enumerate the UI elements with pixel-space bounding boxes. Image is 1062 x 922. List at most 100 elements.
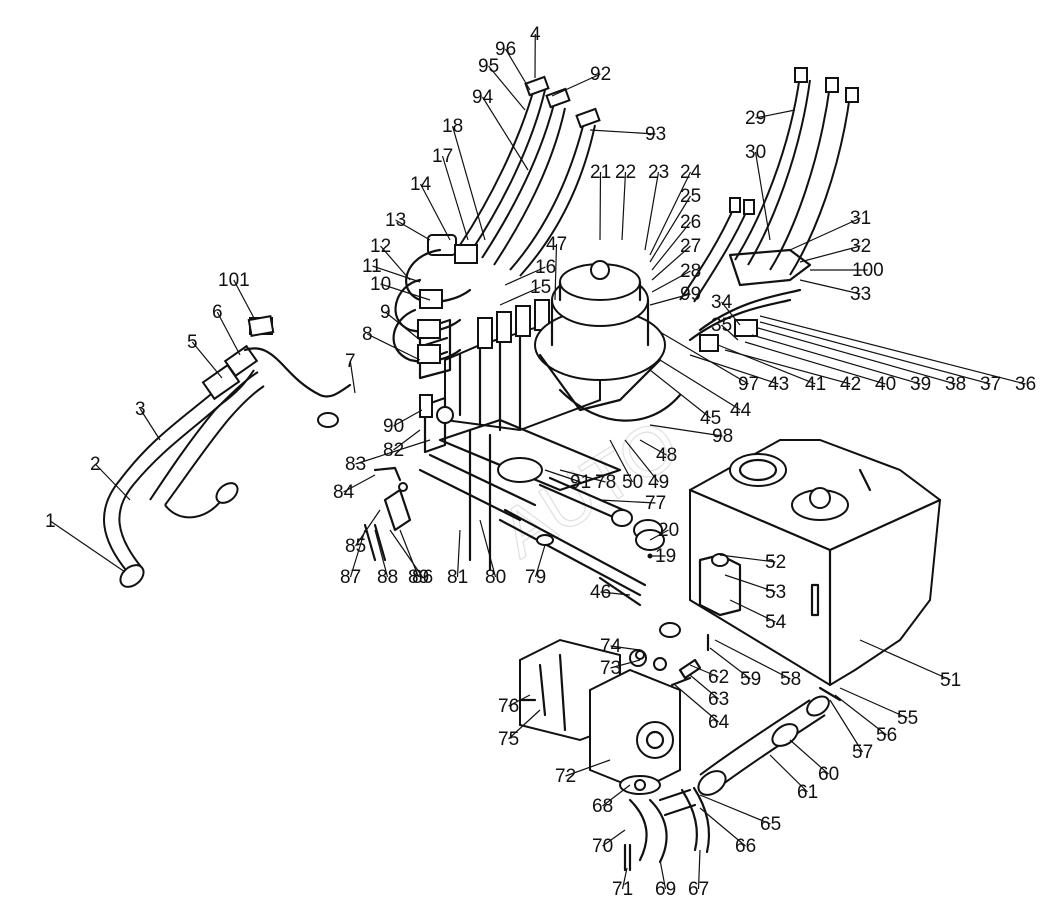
leader-line-1 (49, 520, 126, 573)
leader-line-25 (649, 195, 692, 263)
leader-line-43 (689, 354, 779, 385)
leader-line-68 (602, 784, 631, 807)
callout-label-36: 36 (1015, 374, 1036, 395)
callout-label-58: 58 (780, 669, 801, 690)
callout-label-24: 24 (680, 162, 702, 183)
leader-line-35 (721, 324, 739, 341)
leader-line-48 (639, 439, 667, 456)
leader-line-90 (393, 409, 423, 427)
callout-label-55: 55 (897, 708, 918, 729)
callout-label-72: 72 (555, 766, 576, 787)
leader-line-79 (534, 544, 546, 578)
callout-label-30: 30 (745, 142, 766, 163)
callout-label-3: 3 (135, 399, 146, 420)
leader-line-9 (384, 311, 421, 341)
callout-label-63: 63 (708, 689, 729, 710)
callout-label-80: 80 (485, 567, 506, 588)
callout-label-31: 31 (850, 208, 871, 229)
leader-line-37 (759, 321, 991, 385)
leader-line-101 (233, 279, 256, 321)
callout-label-38: 38 (945, 374, 966, 395)
callout-label-11: 11 (362, 256, 382, 277)
callout-label-46: 46 (590, 582, 611, 603)
leader-line-47 (554, 243, 558, 301)
callout-label-81: 81 (447, 567, 468, 588)
callout-label-26: 26 (680, 212, 701, 233)
callout-label-41: 41 (805, 374, 826, 395)
callout-label-82: 82 (383, 440, 404, 461)
leader-line-61 (769, 754, 808, 793)
leader-line-18 (451, 125, 486, 241)
callout-label-56: 56 (876, 725, 897, 746)
callout-label-9: 9 (380, 302, 391, 323)
leader-lines (49, 33, 1026, 890)
leader-line-82 (393, 429, 421, 451)
callout-label-98: 98 (712, 426, 733, 447)
leader-line-8 (366, 333, 421, 361)
leader-line-58 (714, 639, 791, 680)
callout-label-76: 76 (498, 696, 519, 717)
leader-line-98 (649, 424, 723, 437)
callout-label-44: 44 (730, 400, 752, 421)
callout-label-48: 48 (656, 445, 677, 466)
leader-line-50 (609, 439, 634, 483)
callout-label-29: 29 (745, 108, 766, 129)
callout-label-17: 17 (432, 146, 453, 167)
callout-label-89: 89 (408, 567, 429, 588)
leader-line-41 (717, 344, 816, 385)
callout-label-52: 52 (765, 552, 786, 573)
leader-line-63 (689, 674, 719, 700)
leader-line-36 (759, 315, 1026, 385)
leader-line-31 (789, 217, 861, 251)
callout-label-28: 28 (680, 261, 701, 282)
callout-label-100: 100 (852, 260, 884, 281)
callout-label-39: 39 (910, 374, 931, 395)
callout-label-49: 49 (648, 472, 669, 493)
leader-line-91 (544, 469, 581, 483)
leader-line-13 (395, 219, 431, 241)
leader-line-74 (610, 645, 641, 651)
callout-label-33: 33 (850, 284, 871, 305)
callout-label-12: 12 (370, 236, 391, 257)
callout-label-8: 8 (362, 324, 373, 345)
leader-line-28 (651, 270, 691, 293)
callout-label-13: 13 (385, 210, 406, 231)
leader-line-71 (621, 867, 628, 890)
callout-label-85: 85 (345, 536, 366, 557)
callout-label-92: 92 (590, 64, 611, 85)
leader-line-17 (441, 155, 469, 241)
callout-label-79: 79 (525, 567, 546, 588)
callout-label-51: 51 (940, 670, 961, 691)
leader-line-55 (839, 687, 908, 719)
callout-label-6: 6 (212, 302, 223, 323)
leader-line-94 (481, 96, 529, 171)
leader-line-73 (610, 659, 641, 669)
leader-line-60 (789, 739, 829, 775)
callout-label-78: 78 (595, 472, 616, 493)
leader-line-24 (649, 171, 692, 256)
callout-label-83: 83 (345, 454, 366, 475)
callout-label-65: 65 (760, 814, 781, 835)
leader-line-81 (456, 529, 461, 578)
leader-line-89 (399, 529, 420, 578)
callout-label-95: 95 (478, 56, 499, 77)
leader-line-7 (349, 360, 356, 394)
callout-label-18: 18 (442, 116, 463, 137)
callout-label-97: 97 (738, 374, 759, 395)
callout-label-64: 64 (708, 712, 730, 733)
leader-line-49 (624, 439, 659, 483)
callout-label-94: 94 (472, 87, 494, 108)
leader-line-80 (479, 519, 497, 578)
callout-label-60: 60 (818, 764, 839, 785)
leader-line-97 (659, 331, 749, 385)
callout-label-86: 86 (412, 567, 433, 588)
leader-line-15 (499, 286, 541, 306)
leader-line-87 (349, 529, 366, 578)
callout-label-45: 45 (700, 408, 721, 429)
leader-line-62 (689, 664, 719, 678)
callout-label-16: 16 (535, 257, 556, 278)
leader-line-38 (757, 327, 956, 385)
callout-label-21: 21 (590, 162, 611, 183)
